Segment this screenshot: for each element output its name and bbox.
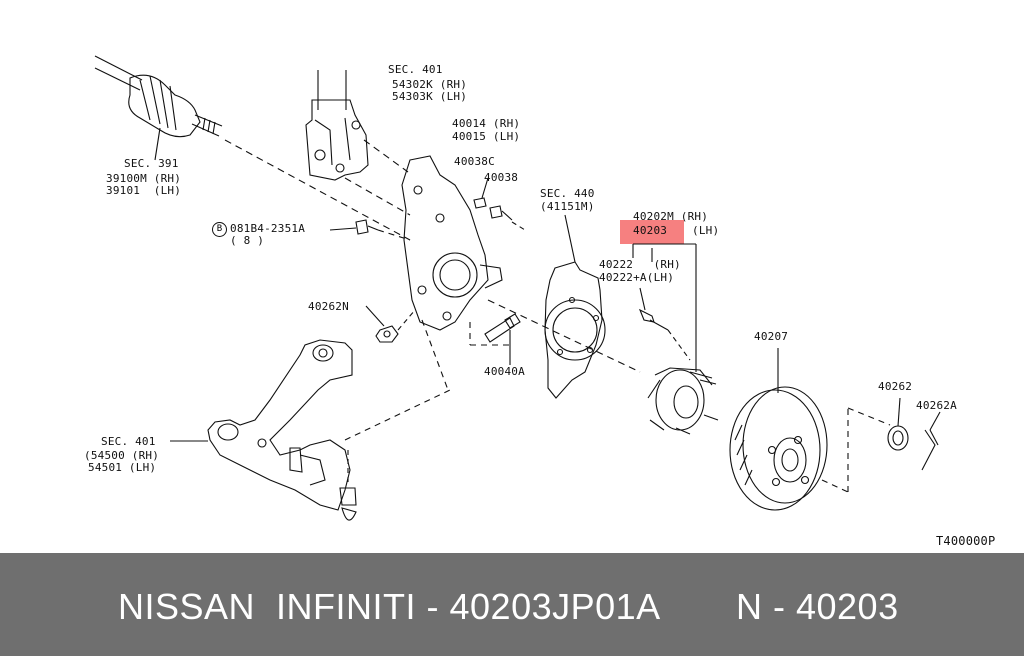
label-bolt-qty: ( 8 ) [230, 234, 265, 247]
label-54303k: 54303K (LH) [392, 90, 468, 103]
label-40262a: 40262A [916, 399, 957, 412]
nut-40262 [887, 397, 941, 471]
figure-id: T400000P [936, 534, 996, 548]
label-40203: 40203 [633, 224, 668, 237]
label-40262: 40262 [878, 380, 913, 393]
steering-knuckle [401, 155, 510, 391]
highlight-40203 [620, 220, 684, 244]
bolt-40040a [484, 313, 521, 365]
circle-b-icon: B [212, 222, 227, 237]
label-41151m: (41151M) [540, 200, 595, 213]
lower-arm [170, 339, 451, 521]
bolts-40038 [473, 177, 641, 373]
label-54500: (54500 (RH) [84, 449, 160, 462]
label-40207: 40207 [754, 330, 789, 343]
label-39101: 39101 (LH) [106, 184, 182, 197]
label-40262n: 40262N [308, 300, 349, 313]
drive-shaft [94, 55, 411, 241]
label-39100m: 39100M (RH) [106, 172, 182, 185]
part-short-code: N - 40203 [736, 586, 899, 627]
label-sec401-top: SEC. 401 [388, 63, 443, 76]
part-brand-number: NISSAN INFINITI - 40203JP01A [118, 586, 661, 627]
nut-40262n [365, 305, 416, 343]
label-40015: 40015 (LH) [452, 130, 521, 143]
diagram-drawing [94, 55, 941, 521]
footer-bar: NISSAN INFINITI - 40203JP01A N - 40203 [0, 553, 1024, 656]
label-sec391: SEC. 391 [124, 157, 179, 170]
label-54302k: 54302K (RH) [392, 78, 468, 91]
brake-rotor [729, 348, 891, 511]
label-bolt-code: 081B4-2351A [230, 222, 306, 235]
label-40038: 40038 [484, 171, 519, 184]
parts-diagram: SEC. 401 54302K (RH) 54303K (LH) 40014 (… [84, 55, 996, 548]
label-40038c: 40038C [454, 155, 495, 168]
strut [305, 70, 411, 216]
label-40014: 40014 (RH) [452, 117, 521, 130]
splash-shield [544, 214, 606, 399]
label-sec401-bottom: SEC. 401 [101, 435, 156, 448]
label-40202m: 40202M (RH) [633, 210, 709, 223]
label-40203-lh: (LH) [692, 224, 720, 237]
label-40222: 40222 (RH) [599, 258, 681, 271]
bolt-b [329, 219, 411, 241]
label-40040a: 40040A [484, 365, 525, 378]
label-54501: 54501 (LH) [88, 461, 157, 474]
hub-bearing [632, 243, 719, 435]
label-sec440: SEC. 440 [540, 187, 595, 200]
label-40222a: 40222+A(LH) [599, 271, 675, 284]
